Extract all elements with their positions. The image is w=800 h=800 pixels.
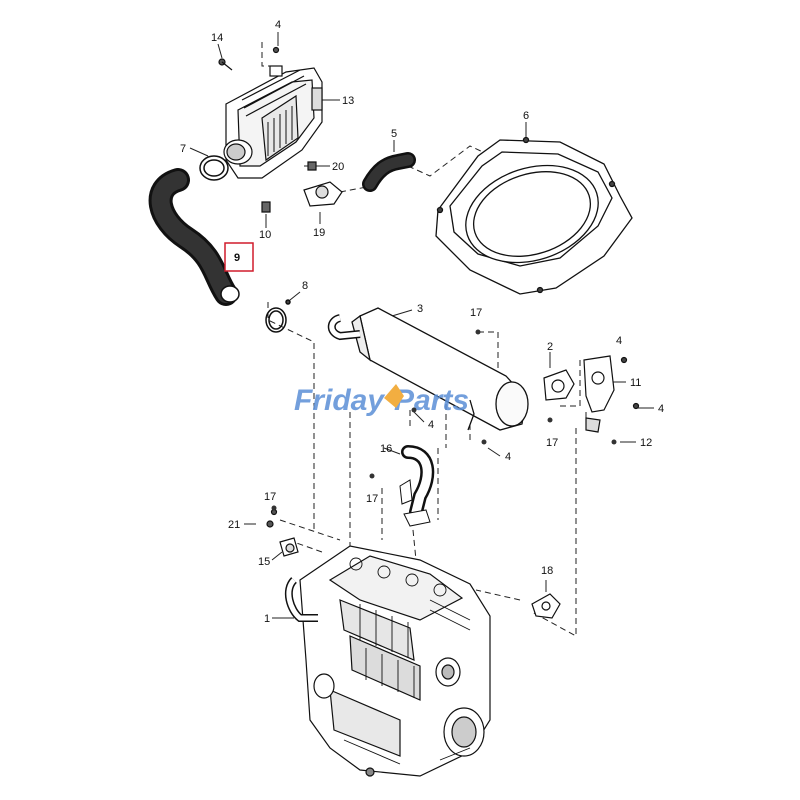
callout-17: 17 [546, 437, 558, 449]
callout-17: 17 [366, 493, 378, 505]
gasket-2-bracket-11 [543, 355, 640, 433]
callout-11: 11 [630, 377, 641, 389]
small-parts-10-19-20 [261, 161, 343, 213]
clamp-8 [265, 299, 291, 333]
callout-18: 18 [541, 565, 553, 577]
muffler-3 [327, 307, 529, 431]
leader-lines [189, 32, 654, 619]
watermark: Friday Parts [294, 384, 469, 417]
callout-9: 9 [234, 252, 240, 264]
watermark-left: Friday [294, 384, 385, 417]
callout-1: 1 [264, 613, 270, 625]
callout-markers [271, 329, 617, 511]
callout-17: 17 [470, 307, 482, 319]
callout-4: 4 [428, 419, 434, 431]
callout-4: 4 [505, 451, 511, 463]
callout-10: 10 [259, 229, 271, 241]
callout-3: 3 [417, 303, 423, 315]
frame-6 [435, 136, 633, 295]
callout-7: 7 [180, 143, 186, 155]
callout-20: 20 [332, 161, 344, 173]
callout-12: 12 [640, 437, 652, 449]
hose-5 [362, 152, 416, 192]
callout-5: 5 [391, 128, 397, 140]
callout-21: 21 [228, 519, 240, 531]
gasket-18 [531, 593, 561, 619]
callout-8: 8 [302, 280, 308, 292]
callout-4: 4 [275, 19, 281, 31]
callout-4: 4 [616, 335, 622, 347]
engine-1 [284, 545, 491, 777]
callout-2: 2 [547, 341, 553, 353]
intake-hose-9 [148, 168, 240, 306]
callout-17: 17 [264, 491, 276, 503]
callout-4: 4 [658, 403, 664, 415]
callout-6: 6 [523, 110, 529, 122]
highlight-box-9 [224, 242, 254, 272]
callout-15: 15 [258, 556, 270, 568]
air-cleaner-housing [218, 46, 323, 179]
callout-13: 13 [342, 95, 354, 107]
callout-labels: 4 14 13 7 20 5 6 10 19 9 8 3 17 2 4 11 4… [180, 19, 664, 625]
callout-16: 16 [380, 443, 392, 455]
callout-19: 19 [313, 227, 325, 239]
callout-14: 14 [211, 32, 223, 44]
clamp-7 [199, 155, 229, 181]
watermark-right: Parts [394, 384, 469, 417]
elbow-16 [399, 445, 435, 527]
watermark-mark-icon [384, 384, 404, 408]
parts-15-21 [266, 508, 299, 557]
